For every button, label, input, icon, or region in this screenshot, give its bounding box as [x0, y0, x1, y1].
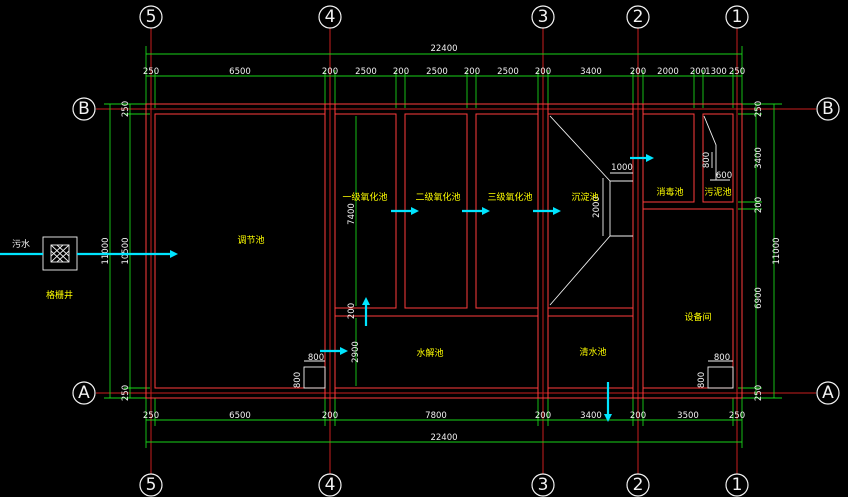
- top-dimensions: 22400 250 6500 200 2500 200 2500 200 250…: [143, 44, 745, 108]
- dim-800-c: 800: [714, 353, 730, 363]
- dim-top-seg-13: 200: [690, 67, 706, 77]
- flow-arrow-ox3-icon: [553, 207, 561, 215]
- axis-bubbles: 5 4 3 2 1 5 4 3 2 1 B B A A: [72, 5, 840, 497]
- flow-arrow-outlet-icon: [604, 414, 612, 422]
- dim-800-a: 800: [308, 353, 324, 363]
- dim-left-bottom: 250: [121, 385, 131, 401]
- grille-well-label: 格栅井: [46, 289, 73, 301]
- axis-label-3-bottom: 3: [538, 475, 549, 495]
- dim-right-overall: 11000: [772, 237, 782, 264]
- dim-bottom-seg-4: 7800: [425, 411, 447, 421]
- dim-800-e: 800: [702, 152, 712, 168]
- room-hydrolysis: 水解池: [416, 347, 443, 359]
- dim-2000: 2000: [592, 196, 602, 218]
- dim-left-overall: 11000: [101, 237, 111, 264]
- dim-800-d: 800: [697, 372, 707, 388]
- dim-bottom-seg-7: 200: [630, 411, 646, 421]
- sediment-hopper: [549, 115, 730, 306]
- dim-top-seg-14: 1300: [705, 67, 727, 77]
- dim-right-seg-3: 200: [754, 197, 764, 213]
- room-ox2: 二级氧化池: [415, 191, 460, 203]
- axis-label-B-left: B: [78, 99, 90, 119]
- walls: [145, 103, 743, 399]
- dim-inner-200: 200: [347, 303, 357, 319]
- dim-top-seg-3: 200: [322, 67, 338, 77]
- room-sludge: 污泥池: [704, 186, 731, 198]
- dim-bottom-seg-8: 3500: [677, 411, 699, 421]
- room-ox1: 一级氧化池: [342, 191, 387, 203]
- dim-bottom-seg-5: 200: [535, 411, 551, 421]
- dim-inner-2900: 2900: [351, 341, 361, 363]
- dim-1000: 1000: [611, 163, 633, 173]
- axis-label-5-bottom: 5: [146, 475, 157, 495]
- room-regulating: 调节池: [237, 234, 264, 246]
- pit-squares: [303, 360, 734, 389]
- axis-label-4-bottom: 4: [325, 475, 336, 495]
- dim-right-seg-4: 6900: [754, 287, 764, 309]
- grid-lines: [96, 28, 816, 474]
- dim-top-seg-10: 3400: [580, 67, 602, 77]
- axis-label-1-top: 1: [732, 7, 743, 27]
- room-ox3: 三级氧化池: [487, 191, 532, 203]
- dim-top-seg-12: 2000: [657, 67, 679, 77]
- flow-arrow-hydrolysis-icon: [340, 347, 348, 355]
- flow-arrows: [0, 154, 654, 422]
- axis-label-2-bottom: 2: [633, 475, 644, 495]
- dim-bottom-seg-1: 250: [143, 411, 159, 421]
- left-dimensions: 11000 10500 250 250: [101, 101, 150, 401]
- bottom-dimensions: 250 6500 200 7800 200 3400 200 3500 250 …: [143, 398, 745, 448]
- axis-label-3-top: 3: [538, 7, 549, 27]
- dim-top-seg-2: 6500: [229, 67, 251, 77]
- dim-top-seg-11: 200: [630, 67, 646, 77]
- axis-label-5-top: 5: [146, 7, 157, 27]
- axis-label-4-top: 4: [325, 7, 336, 27]
- axis-label-B-right: B: [822, 99, 834, 119]
- dim-bottom-seg-6: 3400: [580, 411, 602, 421]
- dim-bottom-seg-3: 200: [322, 411, 338, 421]
- grille-well: 污水 格栅井: [12, 236, 78, 301]
- dim-top-seg-5: 200: [393, 67, 409, 77]
- dim-top-seg-1: 250: [143, 67, 159, 77]
- room-sediment: 沉淀池: [571, 191, 598, 203]
- dim-right-seg-1: 250: [754, 101, 764, 117]
- dim-bottom-seg-9: 250: [729, 411, 745, 421]
- dim-overall-bottom: 22400: [430, 433, 457, 443]
- dim-top-seg-15: 250: [729, 67, 745, 77]
- sewage-label: 污水: [12, 238, 30, 250]
- axis-label-A-left: A: [78, 383, 90, 403]
- flow-arrow-up-icon: [362, 297, 370, 305]
- flow-arrow-inlet-icon: [170, 250, 178, 258]
- dim-right-seg-5: 250: [754, 385, 764, 401]
- dim-top-seg-9: 200: [535, 67, 551, 77]
- dim-top-seg-7: 200: [464, 67, 480, 77]
- axis-label-1-bottom: 1: [732, 475, 743, 495]
- dim-left-mid: 10500: [121, 237, 131, 264]
- room-clear-water: 清水池: [579, 346, 606, 358]
- axis-label-A-right: A: [822, 383, 834, 403]
- dim-left-top: 250: [121, 101, 131, 117]
- dim-inner-7400: 7400: [347, 203, 357, 225]
- axis-label-2-top: 2: [633, 7, 644, 27]
- dim-top-seg-8: 2500: [497, 67, 519, 77]
- dim-top-seg-4: 2500: [355, 67, 377, 77]
- room-disinfect: 消毒池: [656, 186, 683, 198]
- right-dimensions: 250 3400 200 6900 250 11000: [738, 101, 782, 401]
- flow-arrow-disinfect-icon: [646, 154, 654, 162]
- dim-top-seg-6: 2500: [426, 67, 448, 77]
- dim-right-seg-2: 3400: [754, 147, 764, 169]
- dim-bottom-seg-2: 6500: [229, 411, 251, 421]
- inner-dimensions: 7400 200 2900 1000 2000 800 800 800 800 …: [293, 116, 732, 388]
- dim-600: 600: [716, 171, 732, 181]
- dim-overall-top: 22400: [430, 44, 457, 54]
- room-equipment: 设备间: [684, 311, 711, 323]
- dim-800-b: 800: [293, 372, 303, 388]
- room-labels: 调节池 一级氧化池 二级氧化池 三级氧化池 沉淀池 消毒池 污泥池 水解池 清水…: [237, 186, 731, 359]
- flow-arrow-ox2-icon: [482, 207, 490, 215]
- flow-arrow-ox1-icon: [411, 207, 419, 215]
